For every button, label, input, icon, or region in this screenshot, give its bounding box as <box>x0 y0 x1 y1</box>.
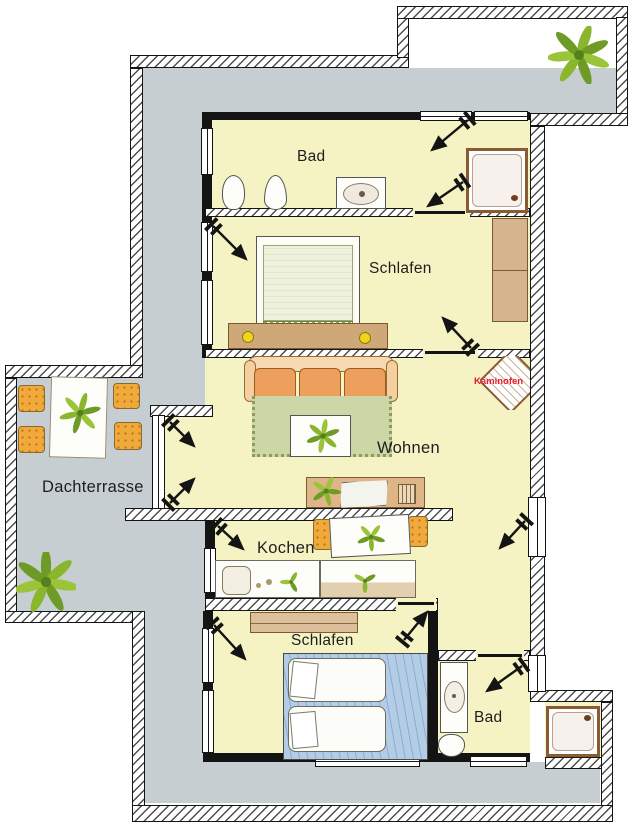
wall-left-upper <box>130 68 143 378</box>
kitchen-counter-right <box>320 560 416 598</box>
plant-icon <box>548 26 610 84</box>
door-leaf-bath2 <box>478 654 522 657</box>
room-label-bad-top: Bad <box>297 148 326 165</box>
window-bath2-bottom <box>470 756 527 767</box>
dining-chair-right <box>408 516 428 547</box>
pillow <box>289 660 319 700</box>
tv-sideboard <box>306 477 425 508</box>
window-bath-left <box>201 128 213 175</box>
wardrobe-top <box>492 218 528 322</box>
balcony-bottom-strip <box>145 762 600 803</box>
sofa-arm-right <box>386 360 398 402</box>
kitchen-knob <box>256 583 261 588</box>
wall-top-left <box>130 55 409 68</box>
wall-bedroom2-bath2 <box>428 611 438 762</box>
plant-icon <box>306 419 340 453</box>
room-label-bad-bottom: Bad <box>474 709 503 726</box>
room-label-schlafen-bottom: Schlafen <box>291 632 354 649</box>
terrace-door-top <box>420 111 472 121</box>
terrace-chair <box>18 385 45 412</box>
wardrobe-bottom <box>250 612 358 633</box>
french-door-terrace <box>152 415 165 510</box>
tv <box>338 477 391 510</box>
dining-table <box>329 513 411 559</box>
pillow <box>289 710 319 750</box>
room-label-schlafen-top: Schlafen <box>369 260 432 277</box>
stereo <box>398 484 416 504</box>
plant-icon <box>313 477 342 506</box>
window-kitchen-left <box>204 548 216 593</box>
wall-apartment-top <box>205 112 530 120</box>
wall-bedroom2-left <box>203 611 213 762</box>
wall-bottom <box>132 805 613 822</box>
shower-drain <box>584 715 591 721</box>
terrace-table <box>48 376 109 459</box>
shower-top <box>466 148 528 213</box>
wall-right-terrace <box>616 17 628 114</box>
wall-left-lower <box>132 611 145 822</box>
coffee-table <box>290 415 351 457</box>
sofa <box>244 356 398 403</box>
door-right-lower <box>528 655 546 692</box>
sink-top <box>336 177 386 209</box>
wall-top-step <box>397 18 409 58</box>
window-top-right <box>474 111 528 121</box>
wall-kitchen-bedroom2 <box>205 598 438 611</box>
window-bedroom2-left-b <box>202 690 214 753</box>
wall-right-step-band <box>530 113 628 126</box>
kitchen-knob <box>266 579 272 585</box>
room-label-kaminofen: Kaminofen <box>474 376 524 387</box>
bed-quilt <box>263 245 353 321</box>
lamp-left <box>242 331 254 343</box>
vanity-bottom <box>440 662 468 733</box>
plant-icon <box>16 552 76 612</box>
sofa-cushion <box>254 368 296 401</box>
bidet-top <box>264 175 287 210</box>
plant-icon <box>354 574 376 593</box>
terrace-chair <box>18 426 45 453</box>
wall-right-lower <box>601 702 613 822</box>
kitchen-sink <box>222 566 251 595</box>
window-bedroom1-left-b <box>201 280 213 345</box>
plant-icon <box>357 525 385 552</box>
door-leaf-bedroom1 <box>425 351 475 354</box>
balcony-left-corridor <box>145 612 205 770</box>
toilet-bottom <box>438 734 465 757</box>
room-label-wohnen: Wohnen <box>377 439 440 457</box>
french-door-right <box>528 497 546 557</box>
sofa-cushion <box>299 368 341 401</box>
door-leaf-bedroom2 <box>398 602 434 605</box>
toilet-top <box>222 175 245 210</box>
room-label-dachterrasse: Dachterrasse <box>42 478 144 496</box>
bed-bottom <box>283 653 428 760</box>
shower-bottom <box>546 706 600 757</box>
vanity-drain <box>452 694 456 698</box>
room-label-kochen: Kochen <box>257 539 315 557</box>
wall-terrace-south <box>5 611 145 623</box>
terrace-left-corridor <box>143 112 205 378</box>
wardrobe-divider <box>251 622 357 624</box>
wall-alcove-top <box>530 690 613 702</box>
shower-tray <box>552 712 594 751</box>
wall-alcove-bottom <box>545 757 602 769</box>
terrace-chair <box>113 383 140 409</box>
sink-drain <box>359 191 365 197</box>
window-bedroom1-left-a <box>201 222 213 272</box>
bedroom1-dresser <box>228 323 388 349</box>
kitchen-counter-left <box>215 560 320 598</box>
door-leaf-bath1 <box>415 211 465 214</box>
terrace-chair <box>114 422 142 450</box>
lamp-right <box>359 332 371 344</box>
plant-icon <box>59 392 101 434</box>
wall-top-right <box>397 6 628 19</box>
wardrobe-divider <box>493 270 527 271</box>
terrace-top-band <box>143 68 616 113</box>
window-bedroom2-left-a <box>202 628 214 683</box>
plant-icon <box>279 572 298 592</box>
shower-drain <box>511 195 518 201</box>
wall-right-main <box>530 126 545 702</box>
